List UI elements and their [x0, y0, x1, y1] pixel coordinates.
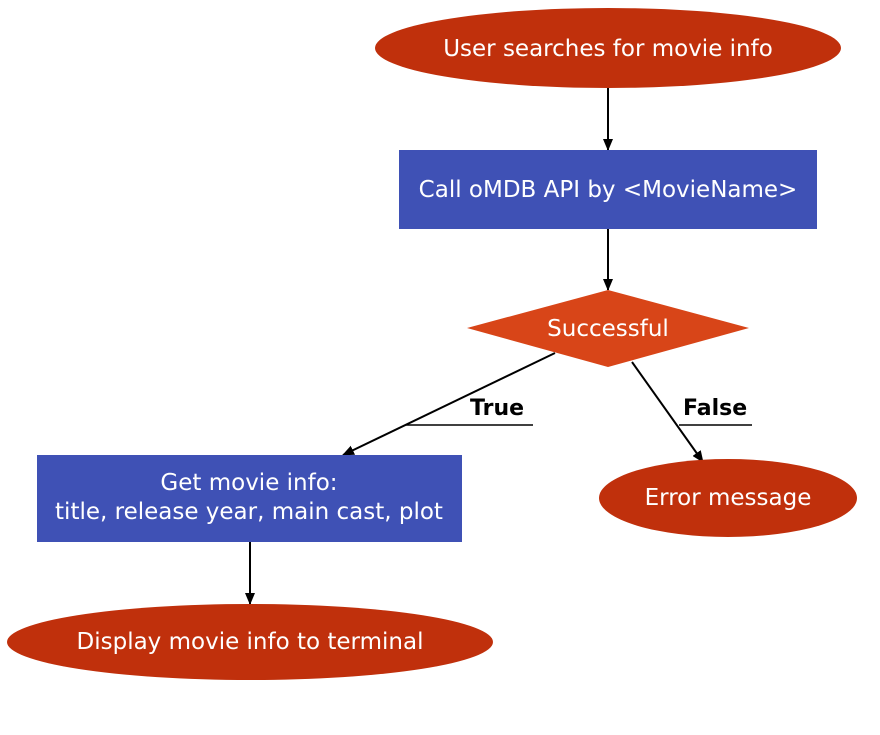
error-node: [599, 459, 857, 537]
decision-node-text: Successful: [547, 316, 669, 342]
display-node-text: Display movie info to terminal: [77, 629, 424, 655]
start-node: [375, 8, 841, 88]
get-info-node: [37, 455, 462, 542]
error-node-text: Error message: [645, 485, 812, 511]
call-api-node-text: Call oMDB API by <MovieName>: [419, 177, 798, 203]
get-info-node-line1: Get movie info:: [160, 470, 337, 496]
edge-decision-to-get-info: [342, 352, 556, 456]
decision-node: [467, 290, 749, 367]
edge-decision-to-error: [631, 361, 704, 463]
call-api-node: [399, 150, 817, 229]
display-node: [7, 604, 493, 680]
start-node-text: User searches for movie info: [443, 36, 773, 62]
edge-label-false: False: [683, 396, 747, 421]
get-info-node-line2: title, release year, main cast, plot: [55, 499, 443, 525]
edge-label-true: True: [470, 396, 524, 421]
